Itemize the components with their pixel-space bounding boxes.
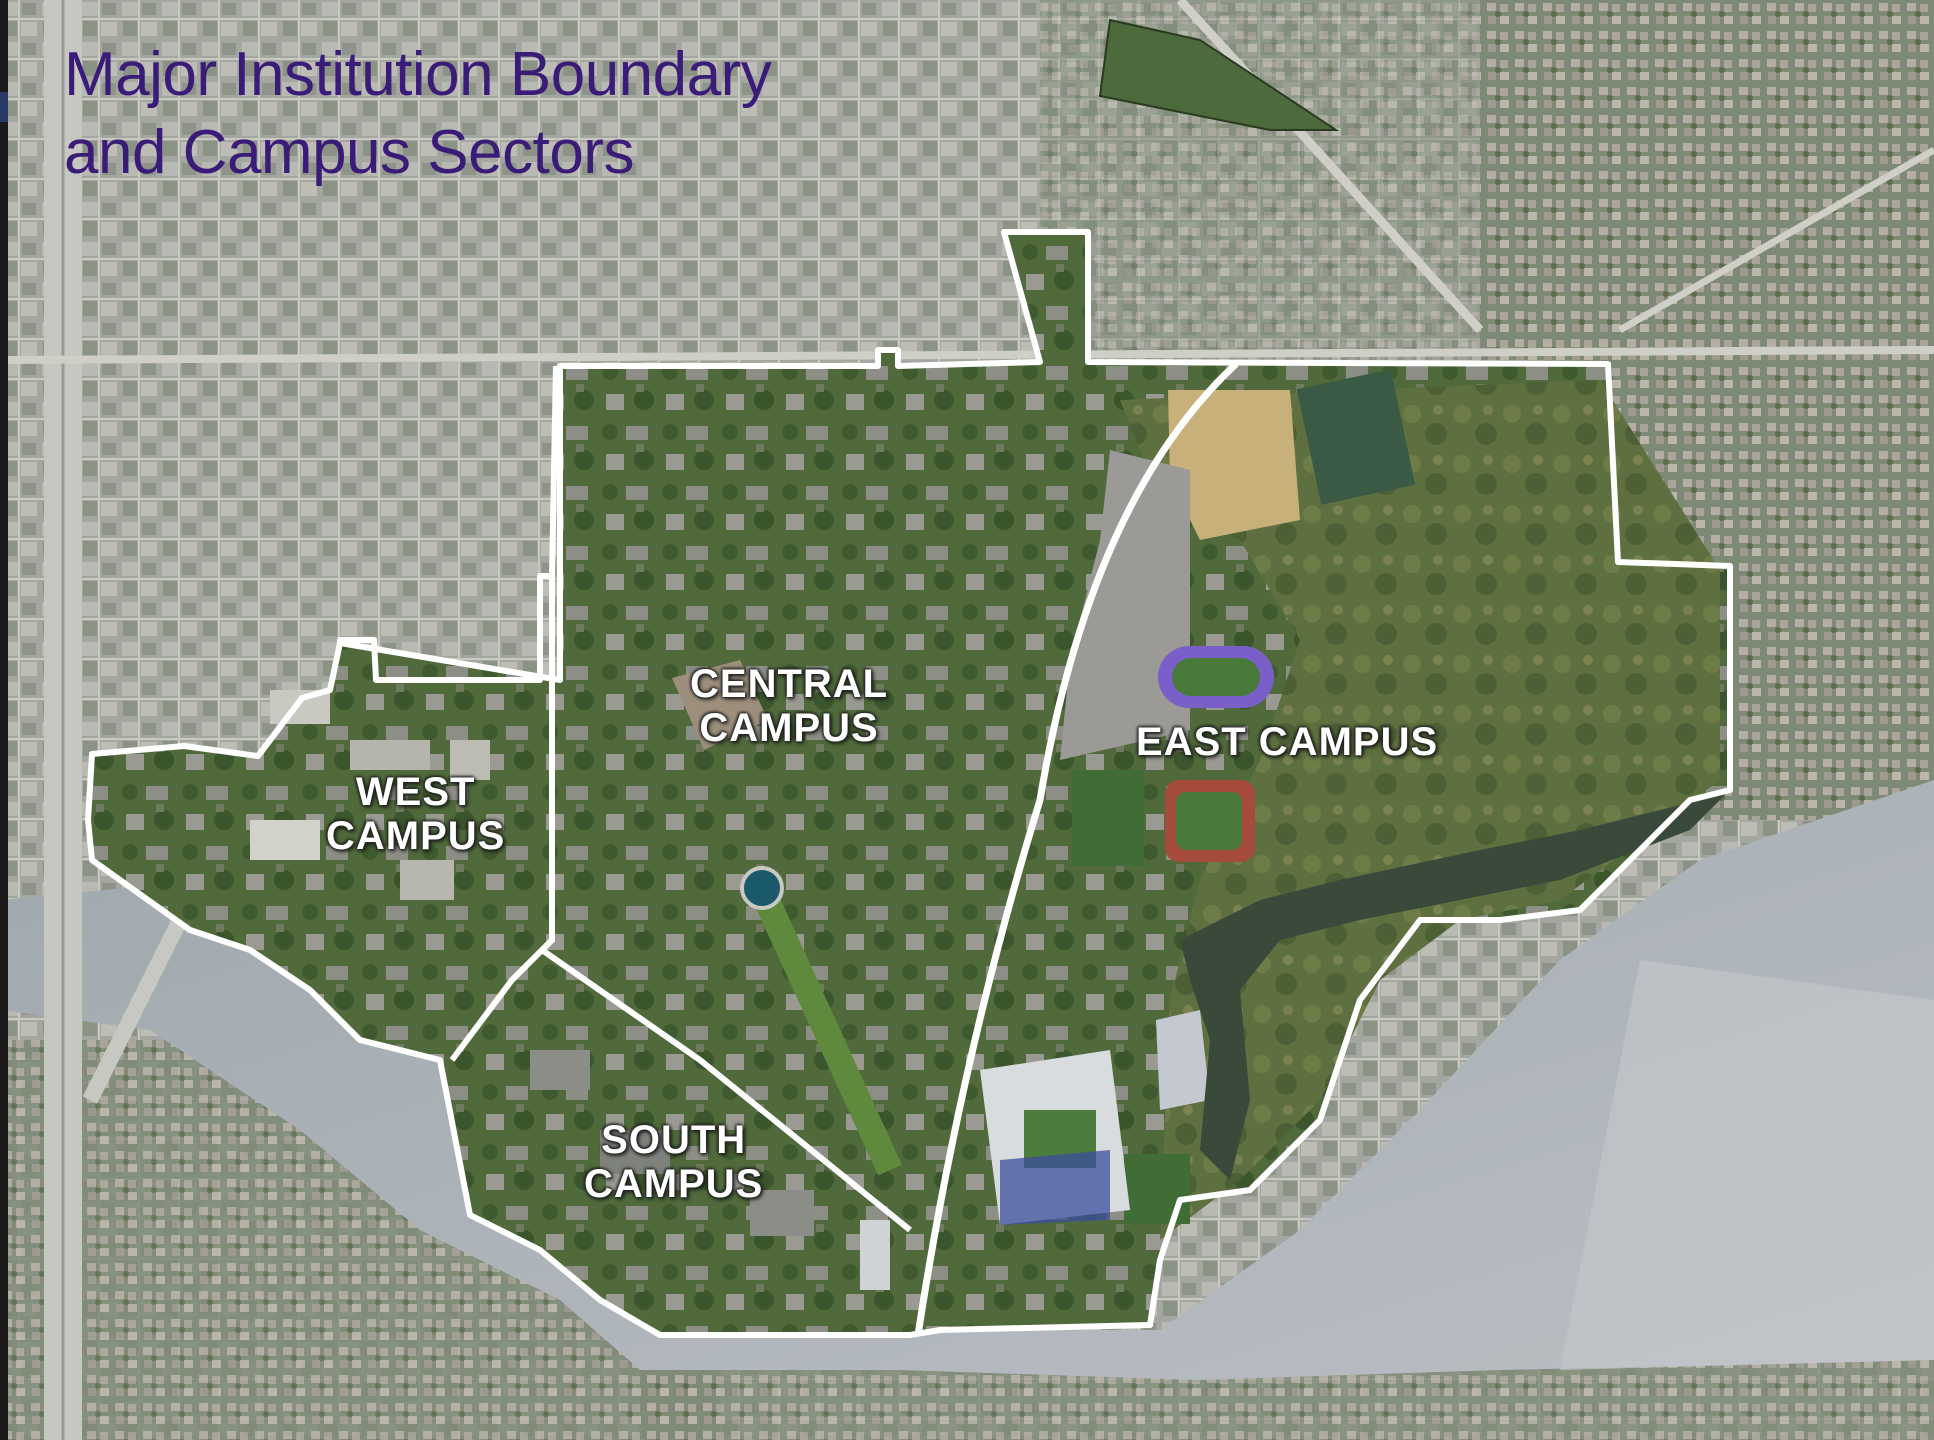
central-east-divider xyxy=(914,361,1239,1336)
label-west-line1: WEST xyxy=(355,770,476,814)
label-west-line2: CAMPUS xyxy=(326,814,506,858)
label-central-line2: CAMPUS xyxy=(699,706,879,750)
west-south-divider xyxy=(449,576,555,1062)
central-south-divider xyxy=(540,947,912,1233)
label-south-line1: SOUTH xyxy=(601,1118,747,1162)
label-east-campus: EAST CAMPUS xyxy=(1136,720,1438,764)
map-title: Major Institution Boundary and Campus Se… xyxy=(64,36,772,192)
major-institution-boundary xyxy=(85,229,1733,1338)
label-south-campus: SOUTH CAMPUS xyxy=(584,1118,763,1206)
title-line-2: and Campus Sectors xyxy=(64,118,634,187)
label-central-line1: CENTRAL xyxy=(690,662,889,706)
label-south-line2: CAMPUS xyxy=(584,1162,764,1206)
title-line-1: Major Institution Boundary xyxy=(64,40,772,109)
left-border xyxy=(0,0,8,1440)
left-tab-marker xyxy=(0,92,8,122)
label-central-campus: CENTRAL CAMPUS xyxy=(690,662,888,750)
label-west-campus: WEST CAMPUS xyxy=(326,770,505,858)
label-east-line1: EAST CAMPUS xyxy=(1136,720,1439,764)
